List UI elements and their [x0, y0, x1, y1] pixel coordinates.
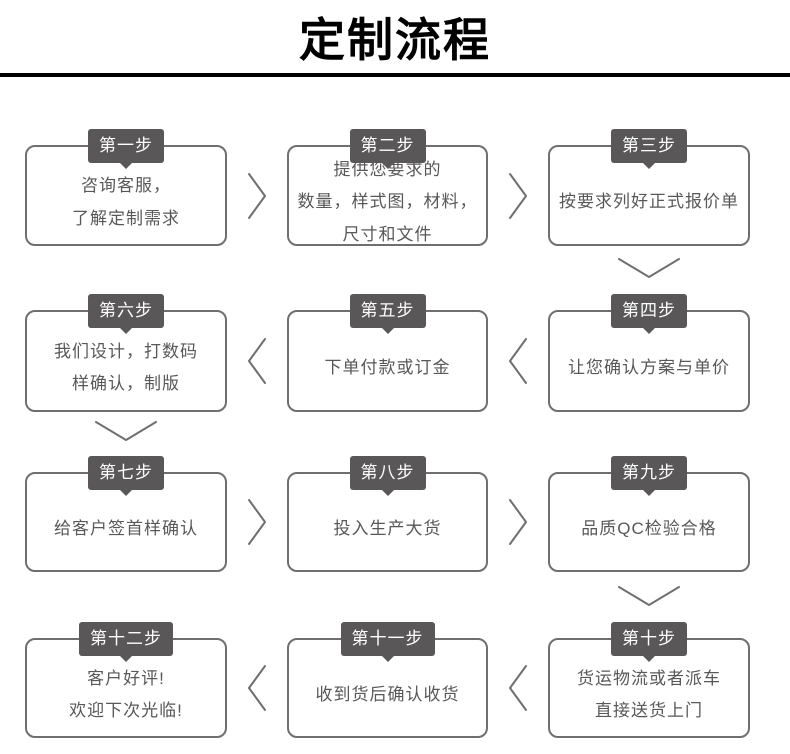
step-9-text: 品质QC检验合格: [581, 518, 717, 538]
step-8-badge: 第八步: [349, 456, 426, 496]
step-3: 第三步 按要求列好正式报价单: [548, 129, 750, 246]
step-6: 第六步 我们设计，打数码 样确认，制版: [25, 294, 227, 412]
arrow-left-icon: [247, 336, 267, 386]
arrow-right-icon: [247, 497, 267, 547]
step-1-badge: 第一步: [88, 129, 164, 169]
step-5-text: 下单付款或订金: [324, 357, 451, 377]
page-title: 定制流程: [299, 14, 491, 66]
arrow-left-icon: [508, 663, 528, 713]
arrow-right-icon: [247, 171, 267, 221]
arrow-down-icon: [617, 257, 681, 279]
arrow-down-icon: [94, 420, 158, 442]
step-7-badge: 第七步: [88, 456, 164, 496]
step-9: 第九步 品质QC检验合格: [548, 456, 750, 572]
arrow-left-icon: [247, 663, 267, 713]
step-6-text: 我们设计，打数码 样确认，制版: [54, 341, 198, 393]
step-5: 第五步 下单付款或订金: [287, 294, 488, 412]
arrow-down-icon: [617, 585, 681, 607]
step-2-badge: 第二步: [349, 129, 426, 169]
step-7: 第七步 给客户签首样确认: [25, 456, 227, 572]
step-12-badge: 第十二步: [79, 622, 173, 662]
step-1-text: 咨询客服， 了解定制需求: [72, 176, 180, 228]
step-10-badge: 第十步: [611, 622, 687, 662]
arrow-left-icon: [508, 336, 528, 386]
arrow-right-icon: [508, 171, 528, 221]
step-7-text: 给客户签首样确认: [54, 518, 198, 538]
step-3-text: 按要求列好正式报价单: [559, 192, 739, 212]
step-1: 第一步 咨询客服， 了解定制需求: [25, 129, 227, 246]
step-2-text: 提供您要求的 数量，样式图，材料， 尺寸和文件: [297, 160, 478, 244]
step-8: 第八步 投入生产大货: [287, 456, 488, 572]
step-6-badge: 第六步: [88, 294, 164, 334]
step-10: 第十步 货运物流或者派车 直接送货上门: [548, 622, 750, 738]
step-5-badge: 第五步: [349, 294, 426, 334]
step-2: 第二步 提供您要求的 数量，样式图，材料， 尺寸和文件: [287, 129, 488, 246]
step-9-badge: 第九步: [611, 456, 687, 496]
title-divider: [0, 73, 790, 77]
step-8-text: 投入生产大货: [333, 518, 442, 538]
step-11: 第十一步 收到货后确认收货: [287, 622, 488, 738]
arrow-right-icon: [508, 497, 528, 547]
step-12: 第十二步 客户好评! 欢迎下次光临!: [25, 622, 227, 738]
step-11-badge: 第十一步: [340, 622, 435, 662]
step-4-text: 让您确认方案与单价: [568, 357, 730, 377]
step-12-text: 客户好评! 欢迎下次光临!: [69, 668, 183, 720]
step-10-text: 货运物流或者派车 直接送货上门: [577, 668, 721, 720]
step-11-text: 收到货后确认收货: [315, 684, 460, 704]
step-4-badge: 第四步: [611, 294, 687, 334]
step-4: 第四步 让您确认方案与单价: [548, 294, 750, 412]
step-3-badge: 第三步: [611, 129, 687, 169]
